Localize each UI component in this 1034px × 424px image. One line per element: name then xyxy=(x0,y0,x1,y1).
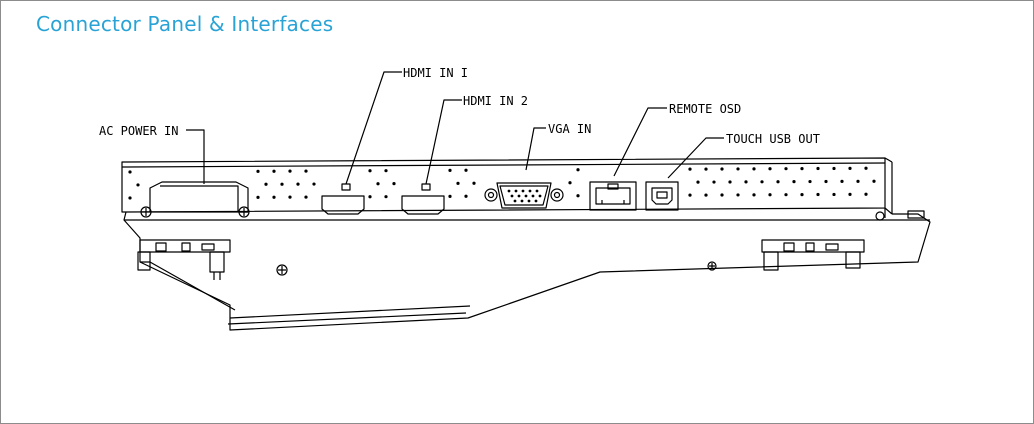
vent-hole xyxy=(272,169,276,173)
vent-hole xyxy=(448,194,452,198)
hdmi-in-1-port xyxy=(321,183,365,215)
vent-hole xyxy=(808,179,812,184)
hdmi-in-2-port xyxy=(401,183,445,215)
vent-hole xyxy=(704,167,708,171)
monitor-housing-outline xyxy=(123,208,931,331)
vent-hole xyxy=(848,192,852,196)
callout-hdmi-in-2: HDMI IN 2 xyxy=(463,94,528,108)
callout-ac-power-in: AC POWER IN xyxy=(99,124,178,138)
vent-hole xyxy=(816,166,820,171)
vent-hole xyxy=(864,166,868,170)
ventilation-holes xyxy=(128,166,876,200)
vent-hole xyxy=(288,195,292,199)
vent-hole xyxy=(864,192,868,196)
vent-hole xyxy=(760,180,764,184)
vent-hole xyxy=(128,196,132,200)
vent-hole xyxy=(384,169,388,173)
callout-touch-usb-out: TOUCH USB OUT xyxy=(726,132,820,146)
vent-hole xyxy=(472,181,476,185)
vent-hole xyxy=(304,169,308,173)
vent-hole xyxy=(392,182,396,186)
vent-hole xyxy=(840,179,844,183)
vent-hole xyxy=(720,167,724,171)
callout-vga-in: VGA IN xyxy=(548,122,591,136)
vent-hole xyxy=(256,169,260,173)
vent-hole xyxy=(304,195,308,199)
right-mounting-bracket xyxy=(761,239,865,271)
vent-hole xyxy=(768,167,772,171)
callout-hdmi-in-1: HDMI IN I xyxy=(403,66,468,80)
left-mounting-bracket xyxy=(137,239,231,280)
vent-hole xyxy=(312,182,316,186)
vga-in-port xyxy=(484,182,564,209)
vent-hole xyxy=(272,195,276,199)
vent-hole xyxy=(712,180,716,184)
vga-pins xyxy=(507,189,542,203)
vent-hole xyxy=(464,194,468,198)
vent-hole xyxy=(800,193,804,197)
vent-hole xyxy=(688,167,692,171)
vent-hole xyxy=(384,195,388,199)
vent-hole xyxy=(744,180,748,184)
vent-hole xyxy=(784,167,788,171)
vent-hole xyxy=(576,194,580,198)
vent-hole xyxy=(832,192,836,197)
vent-hole xyxy=(752,167,756,171)
vent-hole xyxy=(832,166,836,171)
callout-remote-osd: REMOTE OSD xyxy=(669,102,741,116)
vent-hole xyxy=(296,182,300,186)
vent-hole xyxy=(776,180,780,184)
vent-hole xyxy=(576,168,580,172)
vent-hole xyxy=(816,192,820,197)
vent-hole xyxy=(688,193,692,197)
vent-hole xyxy=(720,193,724,197)
vent-hole xyxy=(736,167,740,171)
vent-hole xyxy=(464,168,468,172)
vent-hole xyxy=(752,193,756,197)
vent-hole xyxy=(792,180,796,184)
vent-hole xyxy=(800,167,804,171)
vent-hole xyxy=(736,193,740,197)
touch-usb-out-port xyxy=(645,181,679,211)
vent-hole xyxy=(848,166,852,170)
vent-hole xyxy=(256,195,260,199)
vent-hole xyxy=(368,169,372,173)
vent-hole xyxy=(768,193,772,197)
housing-screws xyxy=(276,210,925,276)
vent-hole xyxy=(448,168,452,172)
vent-hole xyxy=(696,180,700,184)
vent-hole xyxy=(128,170,132,174)
vent-hole xyxy=(264,182,268,186)
vent-hole xyxy=(856,179,860,183)
page-title: Connector Panel & Interfaces xyxy=(36,12,334,36)
vent-hole xyxy=(136,183,140,187)
vent-hole xyxy=(288,169,292,173)
vent-hole xyxy=(872,179,876,183)
callout-leaders xyxy=(186,71,724,185)
vent-hole xyxy=(728,180,732,184)
vent-hole xyxy=(568,181,572,185)
vent-hole xyxy=(456,181,460,185)
remote-osd-port xyxy=(589,181,637,211)
vent-hole xyxy=(368,195,372,199)
ac-power-inlet xyxy=(140,181,250,218)
vent-hole xyxy=(376,182,380,186)
vent-hole xyxy=(824,179,828,184)
vent-hole xyxy=(280,182,284,186)
vent-hole xyxy=(704,193,708,197)
vent-hole xyxy=(784,193,788,197)
